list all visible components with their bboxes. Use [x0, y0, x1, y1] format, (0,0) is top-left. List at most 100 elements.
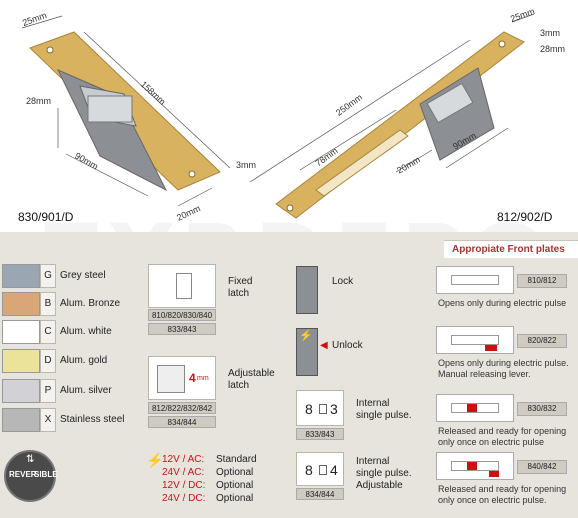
internal-adj-label-2: single pulse.	[356, 468, 412, 479]
fixed-latch-codes: 810/820/830/840	[148, 309, 216, 321]
plate-slot	[451, 275, 499, 285]
finish-swatch	[2, 264, 40, 288]
front-plate-note: Opens only during electric pulse	[438, 298, 567, 308]
adjust-mm-unit: mm	[197, 375, 209, 382]
internal-adj-label-1: Internal	[356, 456, 390, 467]
release-lever-marker	[485, 345, 497, 351]
front-plate-code: 830/832	[517, 402, 567, 416]
unlock-arrow-icon: ◀	[320, 340, 328, 351]
finish-code: G	[40, 264, 56, 288]
pulse-marker	[467, 404, 477, 412]
reversible-arrows-icon: ⇅	[26, 454, 35, 465]
front-plate-code: 810/812	[517, 274, 567, 288]
internal-single-num-b: 3	[330, 401, 338, 417]
right-dim-thickness: 3mm	[540, 28, 560, 38]
lightning-icon: ⚡	[299, 330, 313, 342]
internal-adj-num-b: 4	[330, 462, 338, 478]
finish-name: Alum. gold	[60, 355, 108, 366]
product-illustration-area: 25mm 158mm 28mm 90mm 3mm 20mm 25mm 3mm 2…	[0, 0, 578, 232]
internal-adj-num-a: 8	[305, 462, 313, 478]
internal-single-image: 8 3	[296, 390, 344, 426]
plate-slot	[451, 403, 499, 413]
unlock-icon: ⚡	[296, 328, 318, 376]
plate-slot	[451, 461, 499, 471]
voltage-type: Standard	[216, 454, 257, 465]
finish-name: Alum. Bronze	[60, 298, 121, 309]
voltage-type: Optional	[216, 480, 254, 491]
reversible-badge: ⇅ REVER SIBLE	[4, 450, 58, 502]
front-plate-note: Opens only during electric pulse.	[438, 358, 569, 368]
right-model-number: 812/902/D	[497, 210, 553, 224]
fixed-latch-pulse-codes: 833/843	[148, 323, 216, 335]
reversible-text-right: SIBLE	[34, 470, 58, 479]
front-plate-image	[436, 326, 514, 354]
fixed-latch-image	[148, 264, 216, 308]
front-plate-code: 820/822	[517, 334, 567, 348]
fixed-latch-label-2: latch	[228, 288, 250, 299]
lock-label: Lock	[332, 276, 354, 287]
finish-code: P	[40, 379, 56, 403]
plate-slot	[451, 335, 499, 345]
finish-swatch	[2, 320, 40, 344]
front-plate-note-2: only once on electric pulse.	[438, 495, 547, 505]
adjustable-latch-image: 4 mm	[148, 356, 216, 400]
adjustable-latch-pulse-codes: 834/844	[148, 416, 216, 428]
voltage-type: Optional	[216, 467, 254, 478]
finish-swatch	[2, 379, 40, 403]
adjustable-latch-label-1: Adjustable	[228, 368, 275, 379]
voltage-type: Optional	[216, 493, 254, 504]
internal-adjustable-image: 8 4	[296, 452, 344, 486]
release-lever-marker	[489, 471, 499, 477]
latch-icon	[176, 273, 192, 299]
lock-icon	[296, 266, 318, 314]
unlock-label: Unlock	[332, 340, 363, 351]
voltage-value: 12V / DC:	[162, 480, 206, 491]
finish-code: B	[40, 292, 56, 316]
reversible-text-left: REVER	[9, 470, 37, 479]
left-dim-thickness: 3mm	[236, 160, 256, 170]
front-plate-image	[436, 452, 514, 480]
left-model-number: 830/901/D	[18, 210, 74, 224]
internal-adj-label-3: Adjustable	[356, 480, 403, 491]
strike-illustrations	[21, 13, 535, 219]
front-plate-note-2: only once on electric pulse	[438, 437, 545, 447]
adjust-mm-value: 4	[189, 371, 196, 385]
finish-swatch	[2, 349, 40, 373]
finish-name: Alum. white	[60, 326, 112, 337]
front-plate-note-2: Manual releasing lever.	[438, 369, 531, 379]
internal-single-code: 833/843	[296, 428, 344, 440]
voltage-value: 24V / DC:	[162, 493, 206, 504]
internal-single-box	[319, 404, 327, 414]
finish-code: X	[40, 408, 56, 432]
fixed-latch-label-1: Fixed	[228, 276, 253, 287]
left-strike-drawing	[21, 15, 231, 207]
right-dim-height: 28mm	[540, 44, 566, 54]
finish-code: D	[40, 349, 56, 373]
internal-single-num-a: 8	[305, 401, 313, 417]
internal-single-label-2: single pulse.	[356, 410, 412, 421]
front-plate-code: 840/842	[517, 460, 567, 474]
finish-swatch	[2, 408, 40, 432]
power-lightning-icon: ⚡	[146, 452, 164, 468]
front-plate-image	[436, 394, 514, 422]
front-plate-image	[436, 266, 514, 294]
internal-adjustable-code: 834/844	[296, 488, 344, 500]
voltage-value: 12V / AC:	[162, 454, 205, 465]
front-plate-note: Released and ready for opening	[438, 484, 567, 494]
internal-adj-box	[319, 465, 327, 475]
adjustable-latch-label-2: latch	[228, 380, 250, 391]
finish-swatch	[2, 292, 40, 316]
right-strike-drawing	[249, 13, 535, 219]
front-plates-title: Appropiate Front plates	[444, 240, 578, 258]
finish-name: Grey steel	[60, 270, 106, 281]
voltage-value: 24V / AC:	[162, 467, 205, 478]
left-dim-height: 28mm	[26, 96, 52, 106]
finish-name: Stainless steel	[60, 414, 125, 425]
internal-single-label-1: Internal	[356, 398, 390, 409]
adjustable-latch-codes: 812/822/832/842	[148, 402, 216, 414]
pulse-marker	[467, 462, 477, 470]
adjust-latch-icon	[157, 365, 185, 393]
finish-code: C	[40, 320, 56, 344]
finish-name: Alum. silver	[60, 385, 112, 396]
front-plate-note: Released and ready for opening	[438, 426, 567, 436]
